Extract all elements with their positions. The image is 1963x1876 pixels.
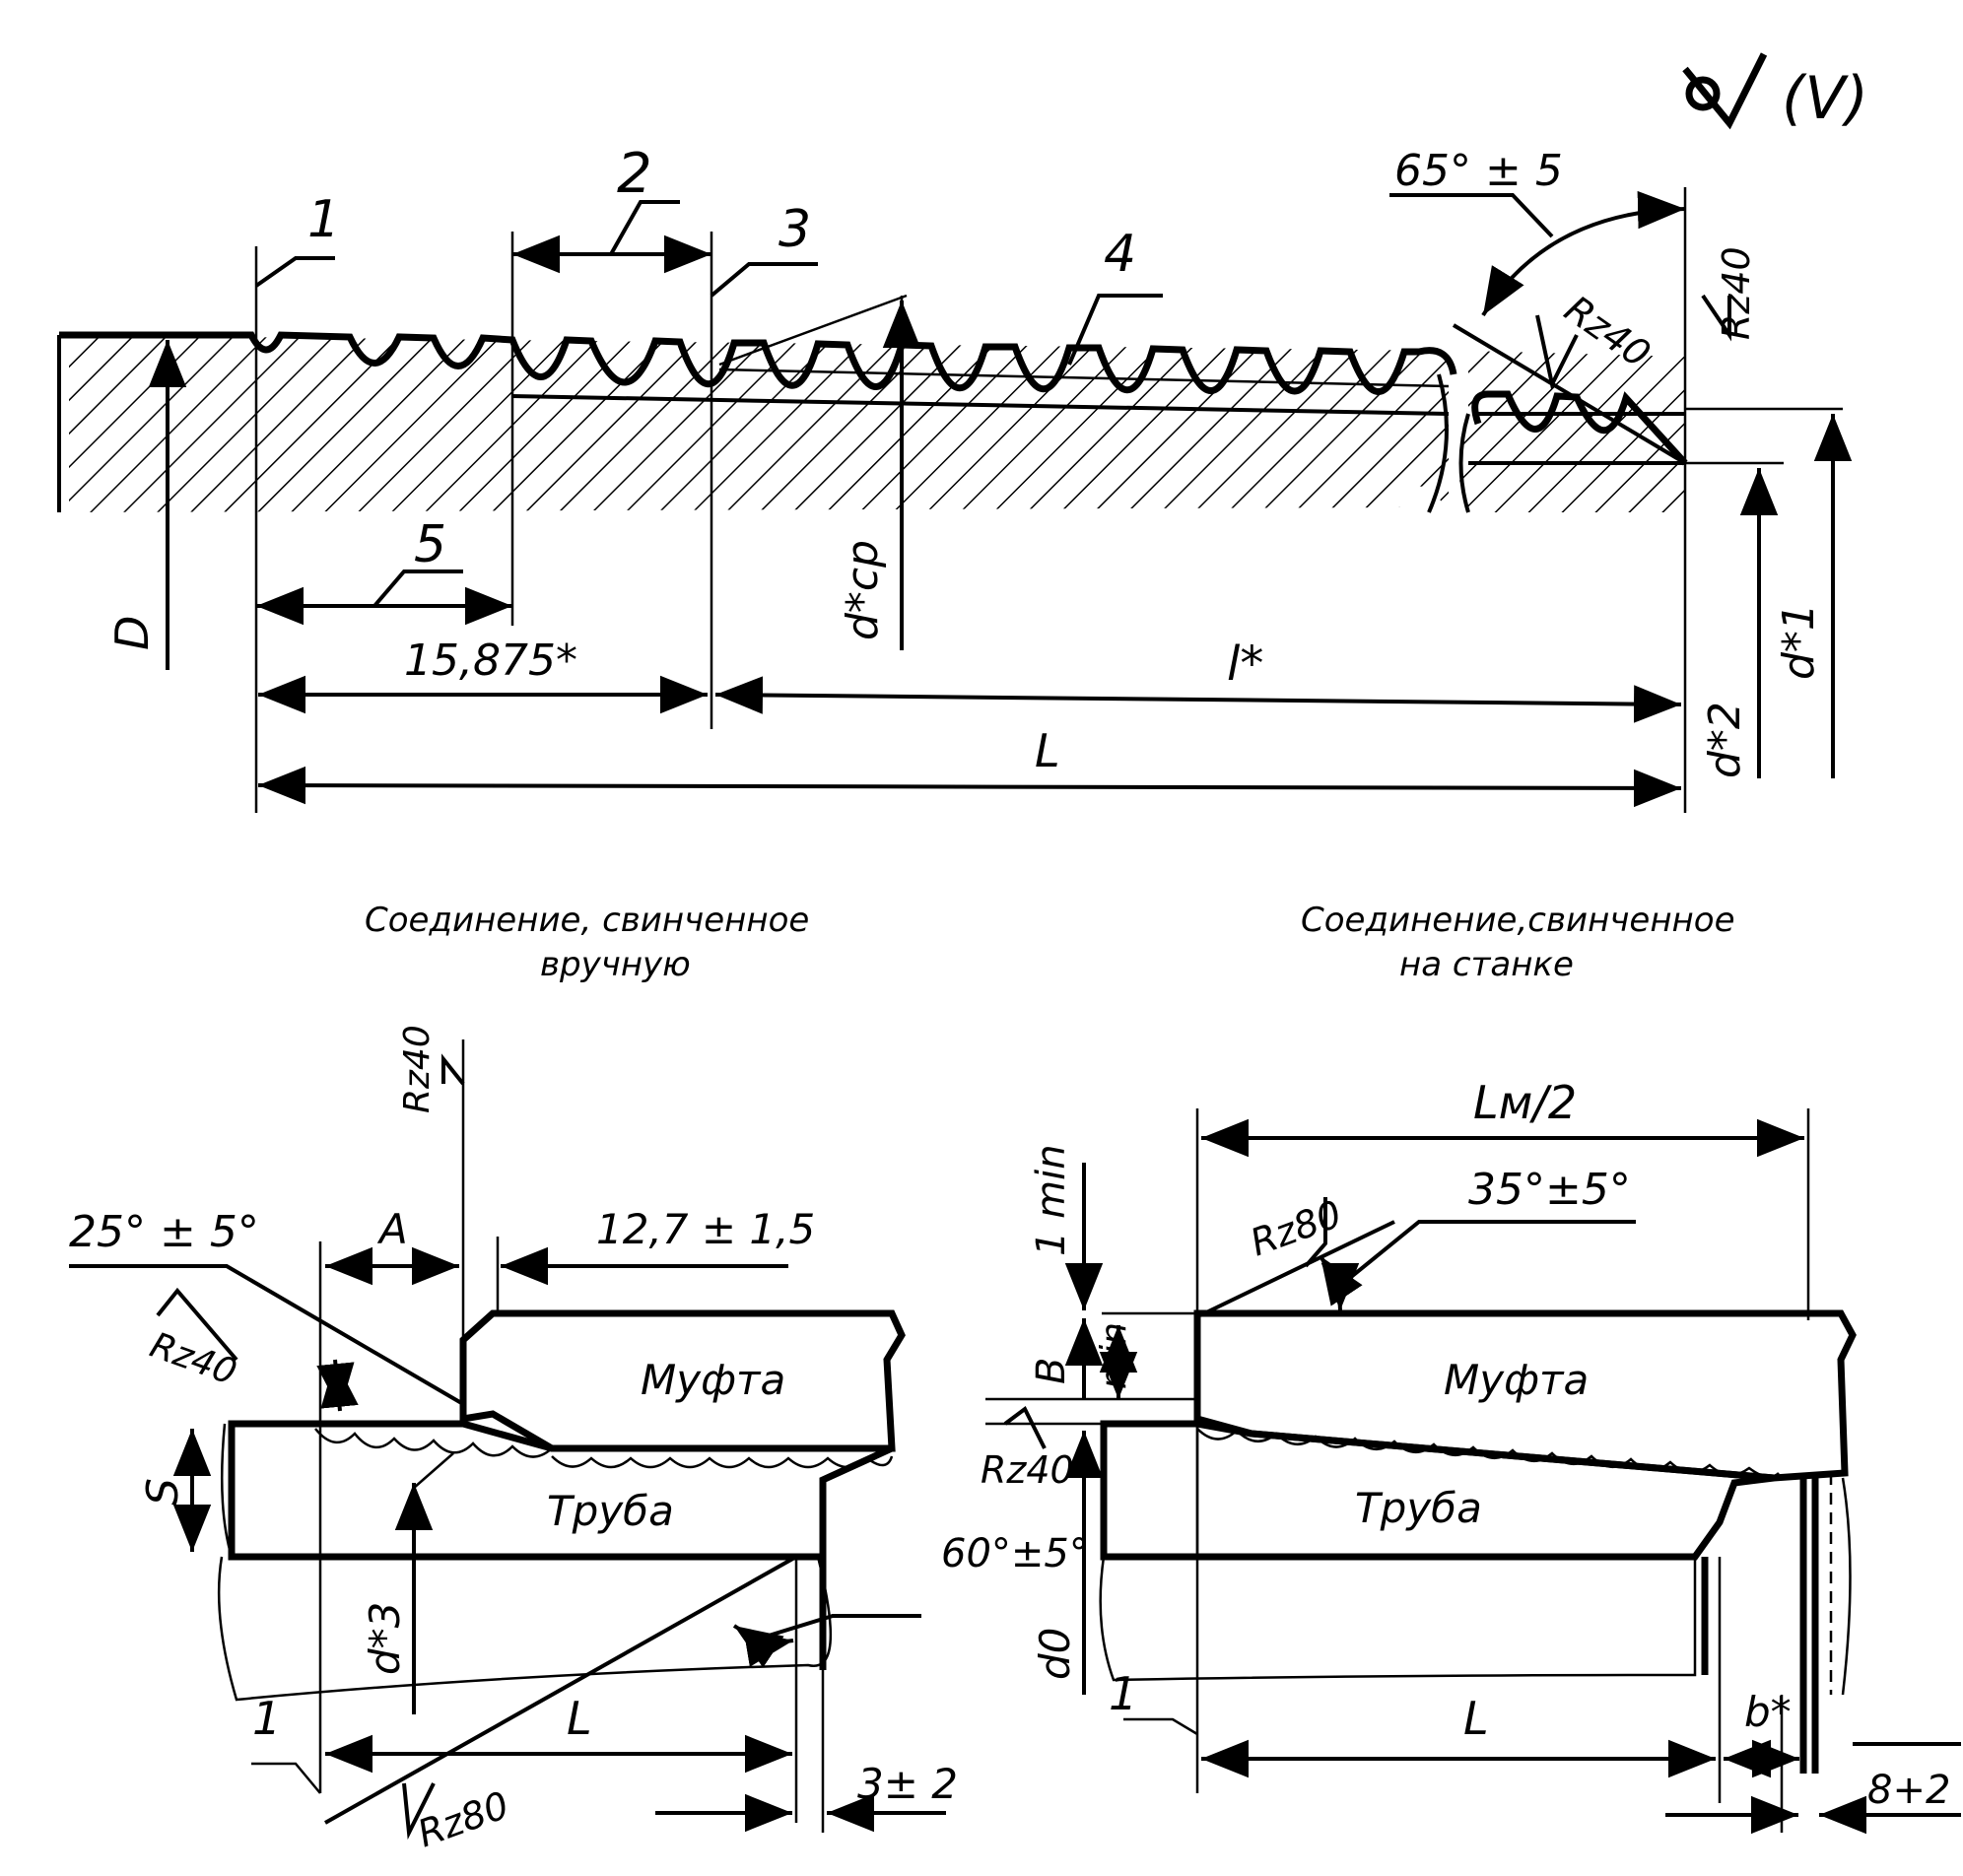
rz40-right: Rz40 — [981, 1448, 1074, 1492]
dim-min: min — [1094, 1322, 1134, 1389]
dim-B: B — [1029, 1358, 1074, 1384]
dim-d3: d*3 — [361, 1602, 409, 1675]
dim-3: 3± 2 — [857, 1760, 958, 1808]
caption-left-line1: Соединение, свинченное — [365, 901, 809, 940]
top-thread-profile-view: (V) 1 2 3 4 5 — [57, 52, 1868, 813]
callout-5: 5 — [414, 515, 446, 574]
callout-3: 3 — [778, 200, 811, 259]
callout-left-1: 1 — [252, 1692, 281, 1745]
dim-8: 8+2 — [1867, 1768, 1950, 1813]
pipe-right-label: Труба — [1355, 1484, 1482, 1532]
dim-D: D — [105, 616, 159, 650]
rz40-left: Rz40 — [145, 1325, 241, 1393]
dim-127: 12,7 ± 1,5 — [596, 1205, 815, 1253]
dim-1min: 1 min — [1029, 1144, 1074, 1256]
dim-L-top: L — [1035, 724, 1060, 777]
angle-60: 60°±5° — [941, 1531, 1089, 1576]
angle-25: 25° ± 5° — [69, 1207, 259, 1257]
callout-right-1: 1 — [1109, 1667, 1137, 1720]
dim-d0: d0 — [1031, 1628, 1079, 1680]
dim-A: A — [376, 1205, 408, 1253]
pipe-left-label: Труба — [547, 1487, 674, 1535]
machine-made-connection-view: Муфта Труба Lм/2 35°±5° Rz80 1 min — [981, 1076, 1961, 1835]
muft-left: Муфта — [641, 1356, 785, 1404]
rz40-left-top: Rz40 — [397, 1025, 438, 1113]
dim-dcp: d*cp — [838, 540, 888, 640]
caption-right-line2: на станке — [1399, 945, 1574, 984]
caption-left-line2: вручную — [540, 945, 691, 984]
angle-35: 35°±5° — [1468, 1165, 1631, 1215]
roughness-symbol-icon — [1682, 52, 1768, 130]
pipe-section-hatched — [69, 335, 1449, 512]
callout-1: 1 — [307, 190, 340, 249]
pipe-right — [1100, 1420, 1775, 1561]
muft-right: Муфта — [1444, 1356, 1589, 1404]
dim-L-right: L — [1463, 1692, 1489, 1745]
dim-Lm2: Lм/2 — [1473, 1076, 1577, 1129]
angle-65: 65° ± 5 — [1394, 146, 1563, 196]
dim-L-left: L — [567, 1692, 592, 1745]
dim-15875: 15,875* — [404, 636, 577, 686]
dim-b: b* — [1744, 1688, 1792, 1736]
dim-S: S — [138, 1478, 188, 1506]
coupling-left — [459, 1309, 906, 1452]
callout-2: 2 — [617, 142, 652, 206]
dim-d1: d*1 — [1774, 603, 1824, 680]
dim-l: l* — [1227, 636, 1263, 692]
dim-d2: d*2 — [1700, 702, 1750, 778]
thread-profile — [59, 331, 1457, 395]
caption-right-line1: Соединение,свинченное — [1301, 901, 1735, 940]
hand-made-connection-view: Муфта Труба Rz40 A 12,7 ± 1,5 25° ± 5° R… — [69, 1025, 1089, 1855]
callout-4: 4 — [1104, 225, 1136, 284]
rz40-face: Rz40 — [1715, 246, 1758, 340]
roughness-symbol-label: (V) — [1782, 64, 1868, 133]
